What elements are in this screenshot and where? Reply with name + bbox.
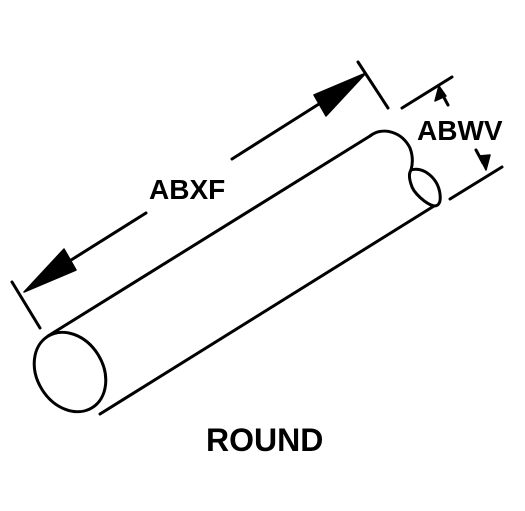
diameter-arrowhead-top — [434, 85, 447, 102]
diameter-dimension-label: ABWV — [417, 115, 503, 146]
cylinder — [32, 129, 442, 416]
cylinder-top-edge — [46, 134, 372, 338]
length-extension-line-left — [10, 280, 42, 330]
length-arrowhead-left — [23, 248, 77, 293]
shape-caption: ROUND — [206, 422, 323, 458]
cylinder-bottom-edge — [98, 204, 436, 416]
diameter-arrowhead-bottom — [478, 154, 491, 171]
length-dimension-line-lower — [58, 211, 148, 269]
length-extension-line-right — [356, 60, 390, 110]
length-arrowhead-right — [313, 72, 367, 117]
cylinder-far-end-face — [408, 167, 442, 208]
diameter-dimension: ABWV — [400, 75, 504, 201]
length-dimension-line-upper — [230, 95, 332, 161]
diameter-extension-line-top — [400, 75, 454, 110]
diameter-extension-line-bottom — [448, 165, 504, 201]
length-dimension-label: ABXF — [149, 174, 225, 205]
length-dimension: ABXF — [10, 60, 390, 330]
cylinder-far-cap — [368, 129, 414, 172]
